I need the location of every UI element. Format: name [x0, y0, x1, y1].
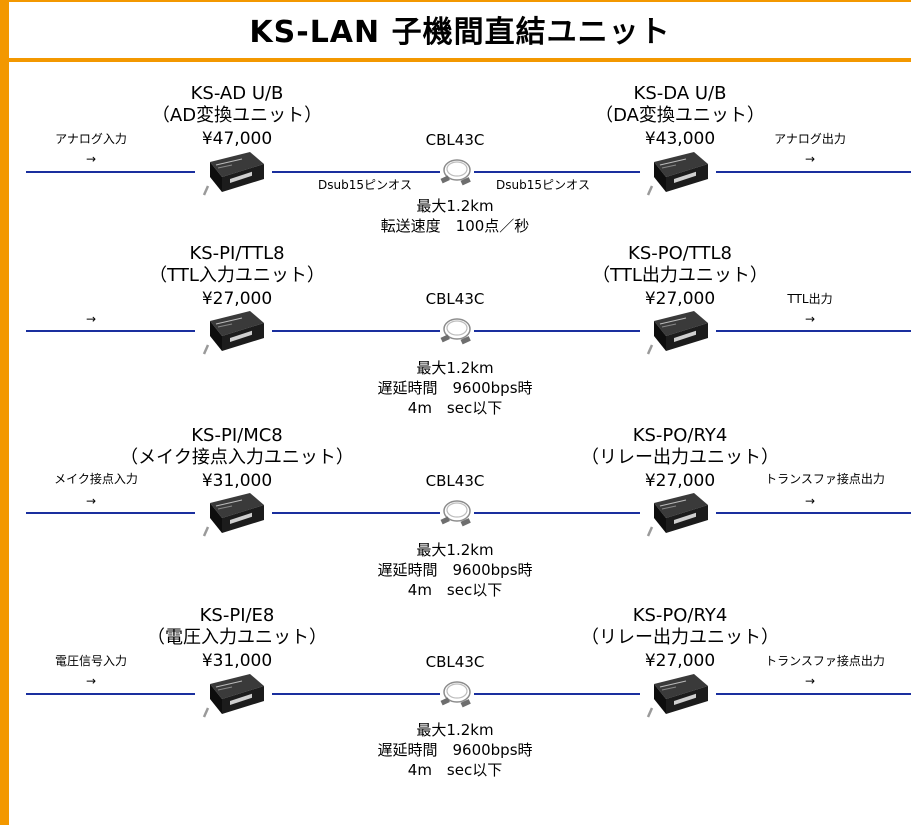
left-unit-desc: （AD変換ユニット）: [151, 105, 323, 126]
left-io-arrow: →: [85, 152, 97, 166]
cable-label: CBL43C: [425, 290, 485, 308]
spec-delay: 遅延時間 9600bps時: [377, 379, 533, 397]
left-unit-name: KS-AD U/B: [190, 83, 284, 104]
cable-label: CBL43C: [425, 653, 485, 671]
right-io-arrow: →: [804, 674, 816, 688]
cable-coil-icon: [439, 318, 472, 346]
right-unit-price: ¥43,000: [644, 129, 716, 149]
frame-top-border: [0, 0, 911, 2]
left-unit-price: ¥31,000: [201, 471, 273, 491]
spec-delay-value: 4m sec以下: [407, 581, 503, 599]
right-io-label: TTL出力: [787, 292, 833, 306]
right-io-arrow: →: [804, 494, 816, 508]
right-unit-price: ¥27,000: [644, 471, 716, 491]
unit-device-icon: [202, 672, 266, 719]
right-unit-name: KS-DA U/B: [633, 83, 727, 104]
spec-distance: 最大1.2km: [416, 541, 494, 559]
left-io-label: アナログ入力: [55, 132, 127, 146]
left-unit-name: KS-PI/E8: [199, 605, 275, 626]
left-io-label: 電圧信号入力: [54, 654, 128, 668]
left-unit-price: ¥27,000: [201, 289, 273, 309]
connector-right-label: Dsub15ピンオス: [496, 178, 590, 192]
left-io-arrow: →: [85, 674, 97, 688]
cable-label: CBL43C: [425, 472, 485, 490]
spec-delay: 遅延時間 9600bps時: [377, 561, 533, 579]
spec-rate: 転送速度 100点／秒: [380, 217, 530, 235]
left-unit-desc: （メイク接点入力ユニット）: [120, 447, 354, 468]
unit-device-icon: [646, 150, 710, 197]
right-unit-desc: （TTL出力ユニット）: [592, 265, 768, 286]
unit-device-icon: [646, 672, 710, 719]
right-unit-desc: （リレー出力ユニット）: [581, 627, 779, 648]
left-io-label: メイク接点入力: [54, 472, 138, 486]
unit-device-icon: [202, 150, 266, 197]
right-unit-price: ¥27,000: [644, 289, 716, 309]
signal-lines: [26, 171, 911, 695]
spec-distance: 最大1.2km: [416, 721, 494, 739]
title-underline: [9, 58, 911, 62]
right-io-label: トランスファ接点出力: [765, 472, 885, 486]
cable-coil-icon: [439, 681, 472, 709]
unit-device-icon: [202, 309, 266, 356]
spec-delay-value: 4m sec以下: [407, 761, 503, 779]
right-io-arrow: →: [804, 152, 816, 166]
cable-label: CBL43C: [425, 131, 485, 149]
spec-delay: 遅延時間 9600bps時: [377, 741, 533, 759]
right-io-label: トランスファ接点出力: [765, 654, 885, 668]
left-io-arrow: →: [85, 312, 97, 326]
connector-left-label: Dsub15ピンオス: [318, 178, 412, 192]
left-unit-name: KS-PI/MC8: [191, 425, 283, 446]
cable-coil-icon: [439, 159, 472, 187]
unit-device-icon: [202, 491, 266, 538]
unit-device-icon: [646, 309, 710, 356]
spec-distance: 最大1.2km: [416, 197, 494, 215]
left-unit-name: KS-PI/TTL8: [189, 243, 285, 264]
unit-device-icon: [646, 491, 710, 538]
spec-distance: 最大1.2km: [416, 359, 494, 377]
right-unit-desc: （DA変換ユニット）: [595, 105, 765, 126]
right-io-arrow: →: [804, 312, 816, 326]
right-unit-name: KS-PO/TTL8: [628, 243, 732, 264]
right-unit-name: KS-PO/RY4: [632, 425, 728, 446]
right-unit-name: KS-PO/RY4: [632, 605, 728, 626]
spec-delay-value: 4m sec以下: [407, 399, 503, 417]
right-unit-desc: （リレー出力ユニット）: [581, 447, 779, 468]
left-io-arrow: →: [85, 494, 97, 508]
left-unit-price: ¥47,000: [201, 129, 273, 149]
right-io-label: アナログ出力: [774, 132, 846, 146]
right-unit-price: ¥27,000: [644, 651, 716, 671]
left-unit-price: ¥31,000: [201, 651, 273, 671]
left-unit-desc: （TTL入力ユニット）: [149, 265, 325, 286]
page-title: KS-LAN 子機間直結ユニット: [249, 15, 671, 50]
left-unit-desc: （電圧入力ユニット）: [147, 627, 327, 648]
cable-coil-icon: [439, 500, 472, 528]
frame-left-border: [0, 0, 9, 825]
